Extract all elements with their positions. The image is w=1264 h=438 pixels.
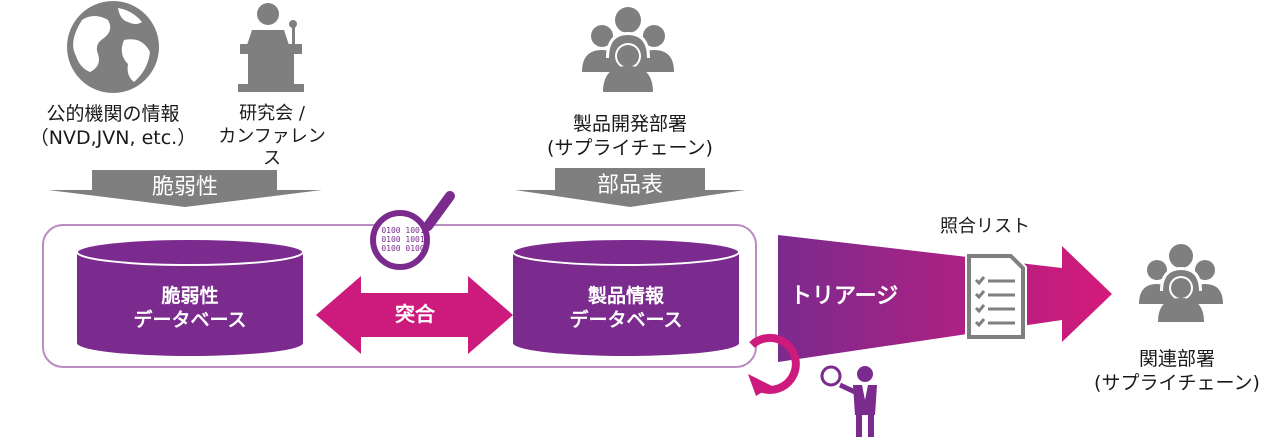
match-double-arrow	[316, 276, 513, 354]
triage-funnel-arrow	[778, 235, 1112, 362]
cycle-arrow-icon	[748, 333, 800, 396]
public-agency-label: 公的機関の情報 （NVD,JVN, etc.）	[29, 103, 197, 149]
vulnerability-database-label: 脆弱性 データベース	[133, 285, 247, 331]
globe-icon	[67, 1, 159, 93]
bom-input-arrow	[515, 168, 745, 207]
vulnerability-input-label: 脆弱性	[151, 175, 218, 200]
podium-speaker-icon	[238, 3, 304, 92]
bom-input-label: 部品表	[596, 173, 663, 198]
related-dept-label: 関連部署 (サプライチェーン)	[1094, 348, 1260, 394]
vulnerability-input-arrow	[48, 170, 322, 207]
vulnerability-database-cylinder	[76, 238, 304, 356]
group-people-icon	[582, 7, 674, 92]
product-database-cylinder	[512, 238, 740, 356]
conference-label: 研究会 / カンファレンス	[218, 103, 326, 169]
match-label: 突合	[395, 302, 435, 326]
analyst-person-icon	[820, 365, 877, 437]
group-people-icon	[1139, 244, 1223, 322]
magnifier-binary-icon	[370, 191, 455, 270]
checklist-label: 照合リスト	[940, 216, 1030, 237]
product-database-label: 製品情報 データベース	[569, 285, 683, 331]
product-dept-label: 製品開発部署 (サプライチェーン)	[547, 113, 713, 159]
triage-label: トリアージ	[790, 284, 899, 309]
checklist-document-icon	[965, 252, 1027, 341]
binary-text: 0100 1001 0100 1001 0100 0100	[381, 226, 425, 253]
